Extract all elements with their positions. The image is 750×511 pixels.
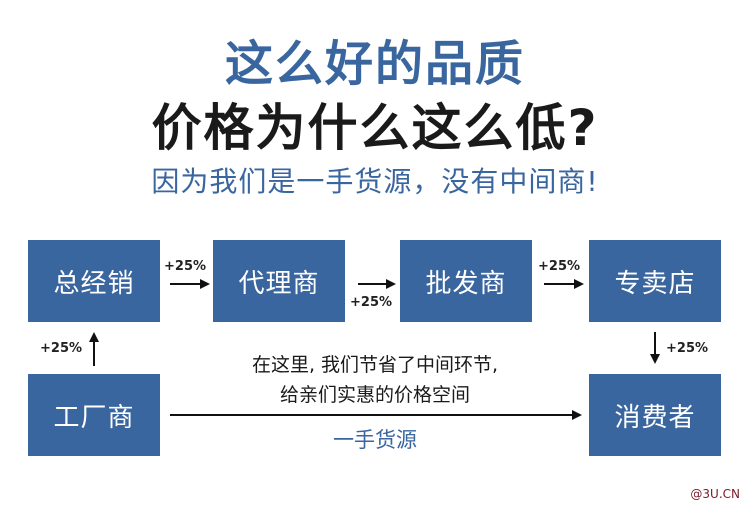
note-line-2: 给亲们实惠的价格空间: [279, 384, 470, 406]
arrow-line: [93, 340, 95, 366]
arrow-right-icon: [572, 410, 582, 420]
arrow-right-icon: [386, 279, 396, 289]
markup-label: +25%: [538, 259, 581, 274]
arrow-up-icon: [89, 332, 99, 342]
node-store: 专卖店: [589, 240, 721, 322]
node-distributor: 总经销: [28, 240, 160, 322]
arrow-line: [170, 283, 202, 285]
watermark: @3U.CN: [690, 487, 740, 501]
markup-label: +25%: [350, 295, 393, 310]
node-factory: 工厂商: [28, 374, 160, 456]
markup-label: +25%: [164, 259, 207, 274]
headline: 这么好的品质: [224, 36, 525, 92]
markup-label: +25%: [40, 341, 83, 356]
tagline: 因为我们是一手货源，没有中间商!: [151, 165, 599, 198]
arrow-line: [544, 283, 574, 285]
node-wholesaler: 批发商: [400, 240, 532, 322]
direct-arrow-line: [170, 414, 574, 416]
note-line-1: 在这里, 我们节省了中间环节,: [251, 354, 499, 376]
subheadline: 价格为什么这么低?: [151, 99, 599, 157]
arrow-right-icon: [200, 279, 210, 289]
arrow-down-icon: [650, 354, 660, 364]
node-agent: 代理商: [213, 240, 345, 322]
markup-label: +25%: [666, 341, 709, 356]
direct-source-label: 一手货源: [333, 428, 417, 452]
arrow-line: [654, 332, 656, 356]
node-consumer: 消费者: [589, 374, 721, 456]
arrow-line: [358, 283, 388, 285]
arrow-right-icon: [574, 279, 584, 289]
